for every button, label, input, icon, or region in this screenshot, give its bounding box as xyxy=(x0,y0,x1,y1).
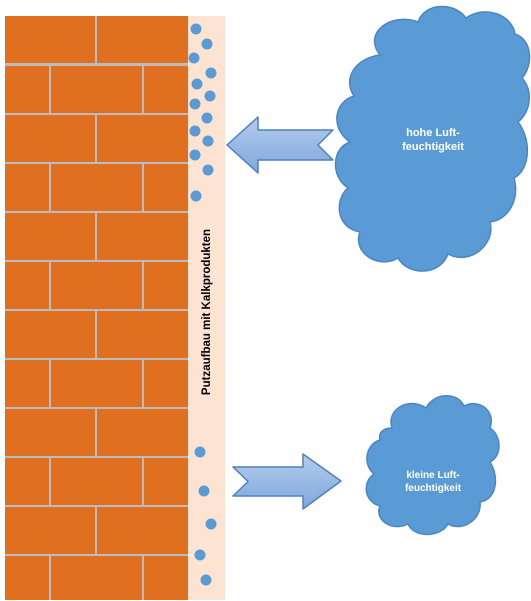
brick xyxy=(51,360,142,407)
cloud-high-line2: feuchtigkeit xyxy=(402,141,464,153)
brick xyxy=(5,360,49,407)
cloud-low-line1: kleine Luft- xyxy=(406,470,459,481)
water-droplet xyxy=(202,135,214,147)
brick xyxy=(5,115,95,162)
brick xyxy=(5,507,95,554)
water-droplet xyxy=(201,38,213,50)
brick xyxy=(97,213,188,260)
cloud-low-humidity: kleine Luft- feuchtigkeit xyxy=(365,395,500,536)
cloud-low-shape xyxy=(365,395,500,536)
brick xyxy=(144,360,188,407)
brick xyxy=(51,262,142,309)
water-droplet xyxy=(205,67,217,79)
brick xyxy=(5,311,95,358)
brick-wall xyxy=(5,16,188,600)
brick xyxy=(144,66,188,113)
bricks xyxy=(5,16,188,600)
water-droplet xyxy=(189,149,201,161)
water-droplet xyxy=(194,446,206,458)
moisture-droplets xyxy=(188,23,217,586)
brick xyxy=(5,164,49,211)
water-droplet xyxy=(205,518,217,530)
water-droplet xyxy=(202,164,214,176)
water-droplet xyxy=(198,485,210,497)
cloud-high-humidity: hohe Luft- feuchtigkeit xyxy=(334,5,531,272)
brick xyxy=(97,16,188,63)
cloud-high-shape xyxy=(334,5,531,272)
water-droplet xyxy=(190,190,202,202)
brick xyxy=(97,409,188,456)
brick xyxy=(5,556,49,600)
brick xyxy=(144,164,188,211)
brick xyxy=(97,311,188,358)
water-droplet xyxy=(200,574,212,586)
brick xyxy=(5,458,49,505)
brick xyxy=(144,458,188,505)
brick xyxy=(144,262,188,309)
brick xyxy=(51,66,142,113)
brick xyxy=(5,409,95,456)
brick xyxy=(5,16,95,63)
water-droplet xyxy=(194,549,206,561)
cloud-low-line2: feuchtigkeit xyxy=(405,483,462,494)
arrow-left-icon xyxy=(226,116,334,174)
brick xyxy=(5,66,49,113)
plaster-label: Putzaufbau mit Kalkprodukten xyxy=(201,229,213,395)
brick xyxy=(144,556,188,600)
brick xyxy=(51,556,142,600)
arrow-right-icon xyxy=(232,453,342,510)
water-droplet xyxy=(189,125,201,137)
brick xyxy=(51,458,142,505)
brick xyxy=(5,213,95,260)
water-droplet xyxy=(191,78,203,90)
water-droplet xyxy=(190,23,202,35)
brick xyxy=(51,164,142,211)
water-droplet xyxy=(204,90,216,102)
brick xyxy=(97,507,188,554)
cloud-high-line1: hohe Luft- xyxy=(406,127,460,139)
water-droplet xyxy=(188,52,200,64)
water-droplet xyxy=(189,98,201,110)
brick xyxy=(5,262,49,309)
water-droplet xyxy=(201,112,213,124)
brick xyxy=(97,115,188,162)
